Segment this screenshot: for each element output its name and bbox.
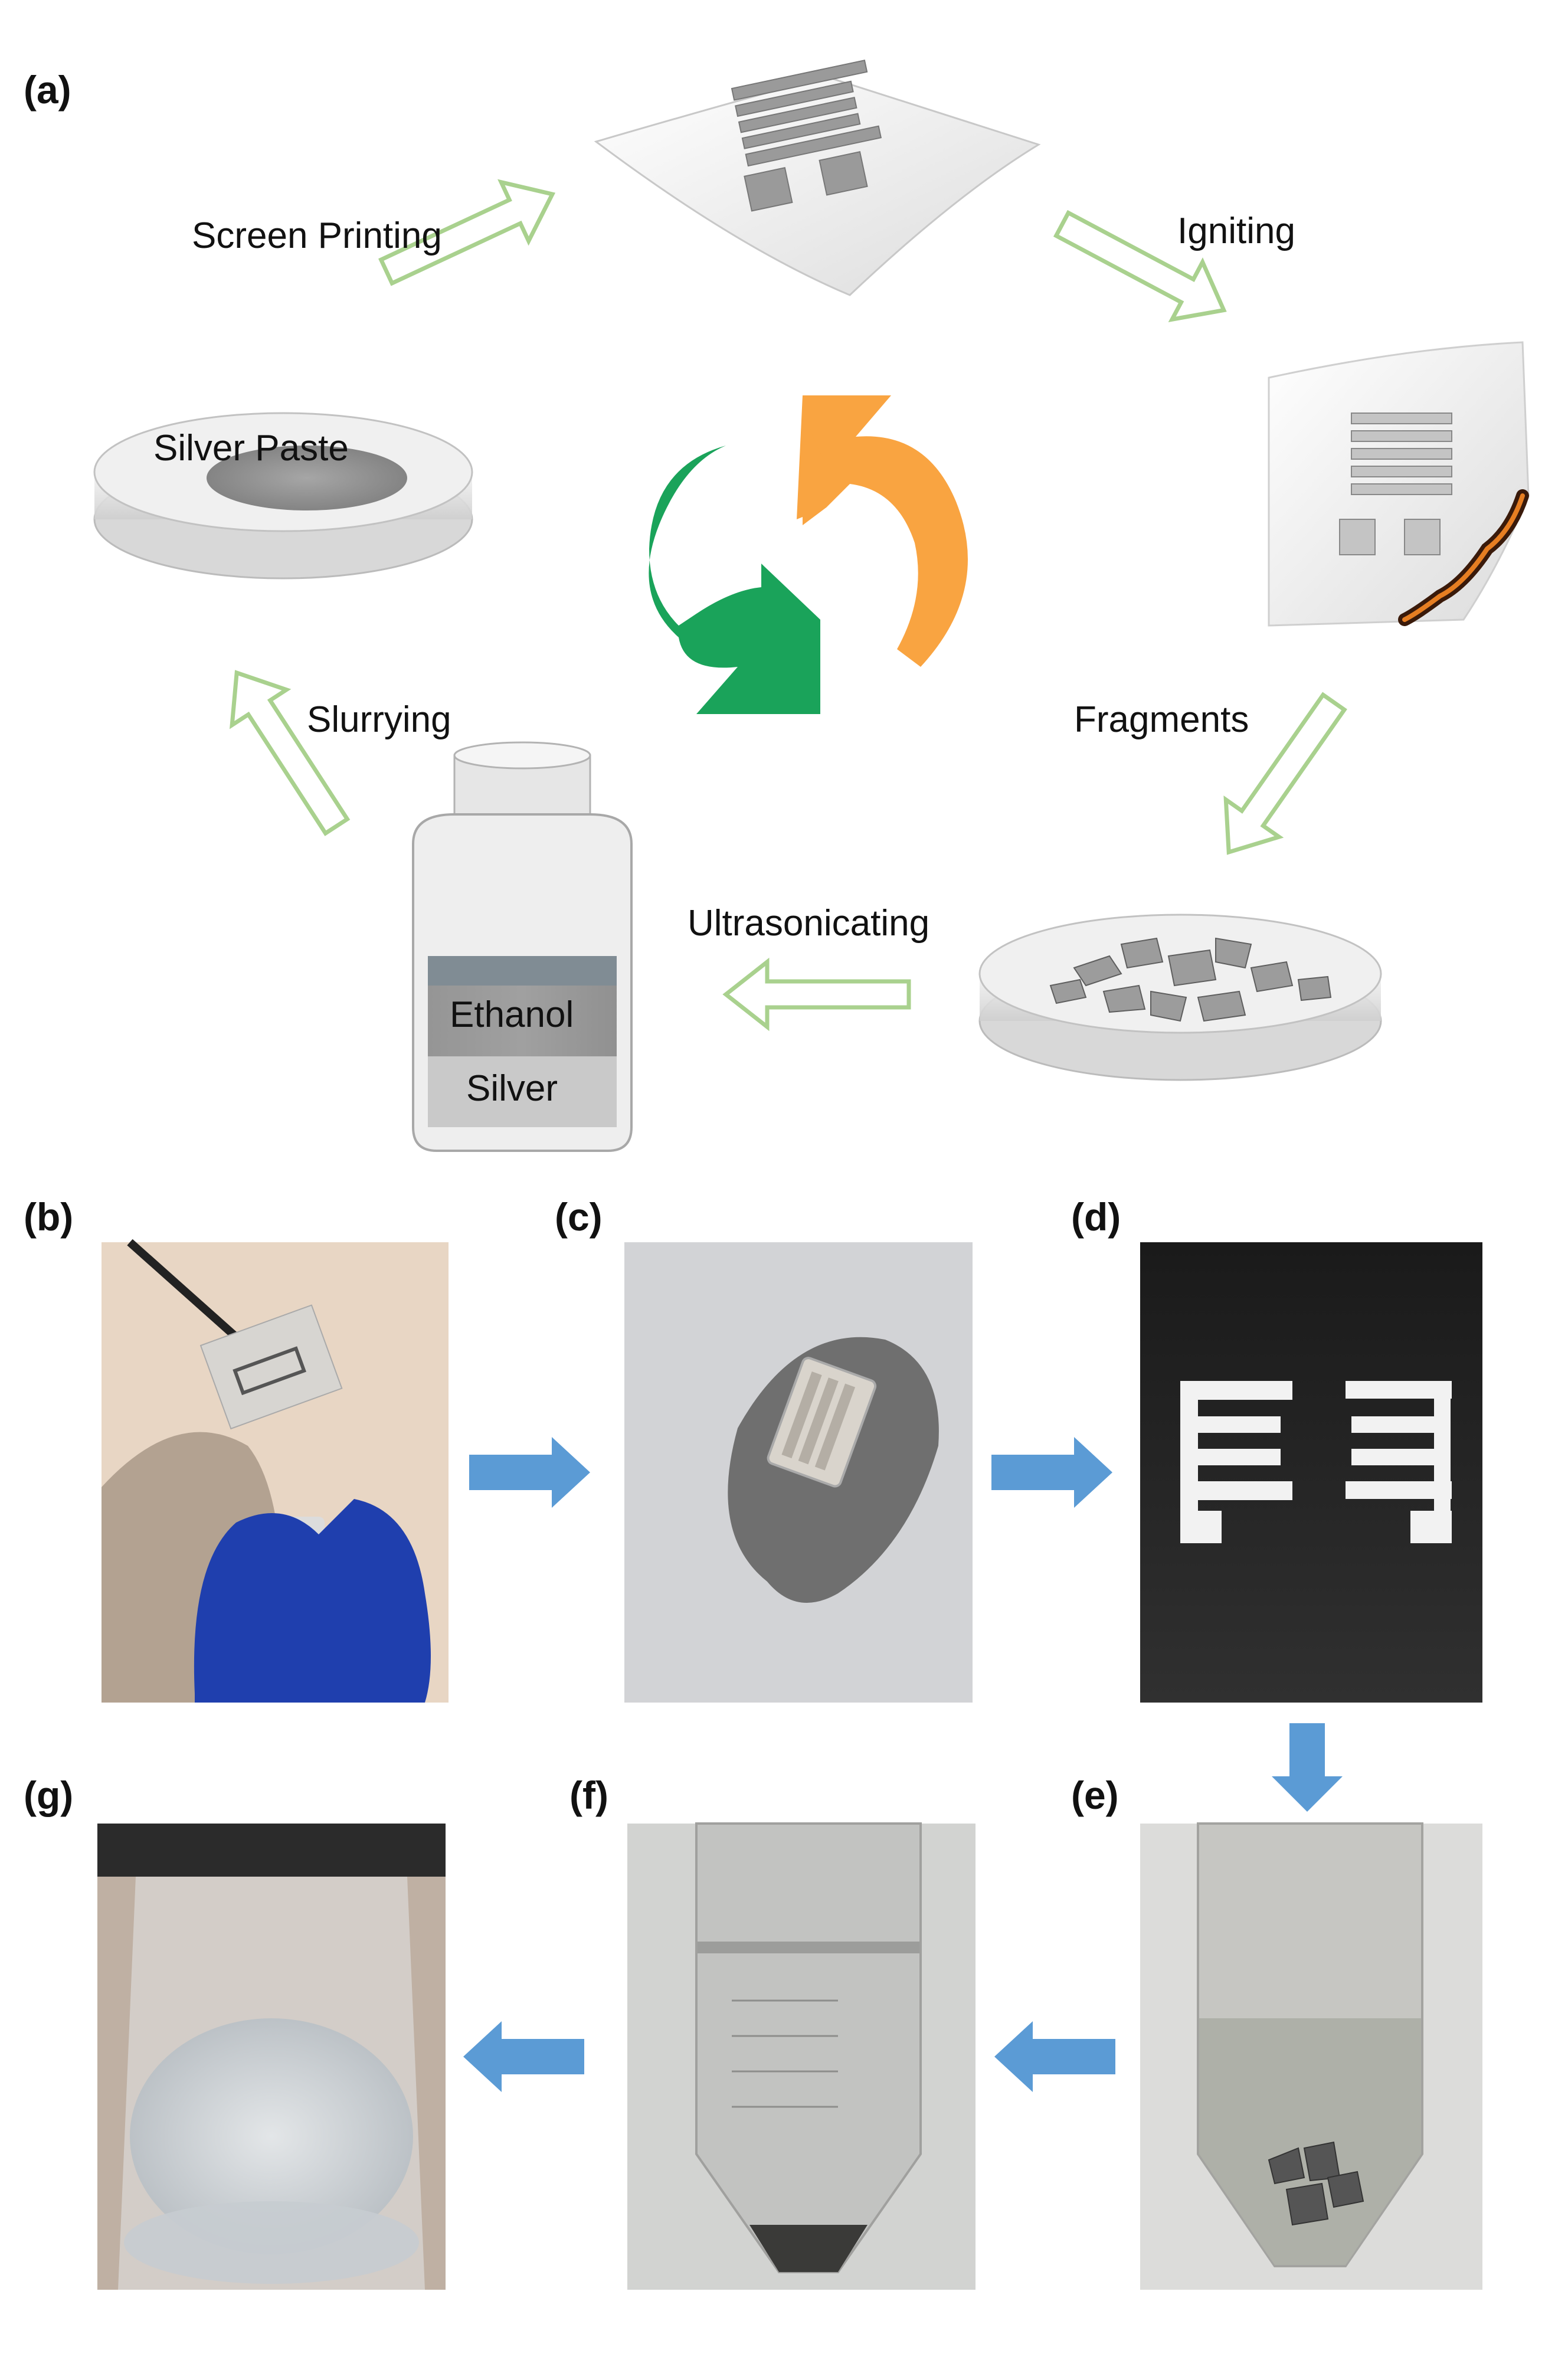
vial-ethanol-silver: Ethanol Silver bbox=[412, 741, 633, 1152]
silver-label: Silver bbox=[466, 1068, 558, 1109]
panel-label-a: (a) bbox=[24, 68, 71, 112]
step-fragments: Fragments bbox=[1074, 699, 1249, 740]
arrow-icon bbox=[463, 2021, 584, 2092]
panel-label-d: (d) bbox=[1071, 1195, 1121, 1239]
recycle-icon bbox=[649, 395, 968, 714]
arrow-icon bbox=[994, 2021, 1115, 2092]
photo-recovered-electrodes bbox=[1140, 1242, 1482, 1703]
photo-silver-powder bbox=[97, 1824, 446, 2290]
arrow-icon bbox=[991, 1437, 1112, 1508]
step-igniting: Igniting bbox=[1177, 211, 1295, 251]
arrow-icon bbox=[1272, 1723, 1343, 1812]
photo-tube-sediment bbox=[627, 1822, 976, 2290]
photo-tube-fragments bbox=[1140, 1822, 1482, 2290]
arrow-icon bbox=[469, 1437, 590, 1508]
panel-label-e: (e) bbox=[1071, 1773, 1119, 1817]
panel-label-b: (b) bbox=[24, 1195, 73, 1239]
igniting-substrate-sheet bbox=[1268, 341, 1530, 627]
photo-burned-residue bbox=[624, 1242, 973, 1703]
silver-paste-label: Silver Paste bbox=[153, 428, 349, 469]
step-ultrasonicating: Ultrasonicating bbox=[688, 903, 929, 944]
arrow-icon bbox=[1223, 692, 1347, 855]
panel-label-f: (f) bbox=[569, 1773, 608, 1817]
step-slurrying: Slurrying bbox=[307, 699, 451, 740]
arrow-icon bbox=[378, 179, 556, 286]
panel-label-c: (c) bbox=[555, 1195, 603, 1239]
panel-label-g: (g) bbox=[24, 1773, 73, 1817]
photo-igniting bbox=[102, 1239, 449, 1703]
arrow-icon bbox=[722, 957, 911, 1032]
petri-dish-fragments bbox=[978, 914, 1382, 1081]
ethanol-label: Ethanol bbox=[450, 994, 574, 1035]
outline-arrows bbox=[230, 179, 1347, 1032]
petri-dish-silver-paste: Silver Paste bbox=[93, 412, 473, 580]
step-screen-printing: Screen Printing bbox=[192, 215, 442, 256]
arrow-icon bbox=[1053, 209, 1227, 322]
printed-substrate-sheet bbox=[594, 59, 1041, 296]
arrow-icon bbox=[230, 670, 351, 836]
